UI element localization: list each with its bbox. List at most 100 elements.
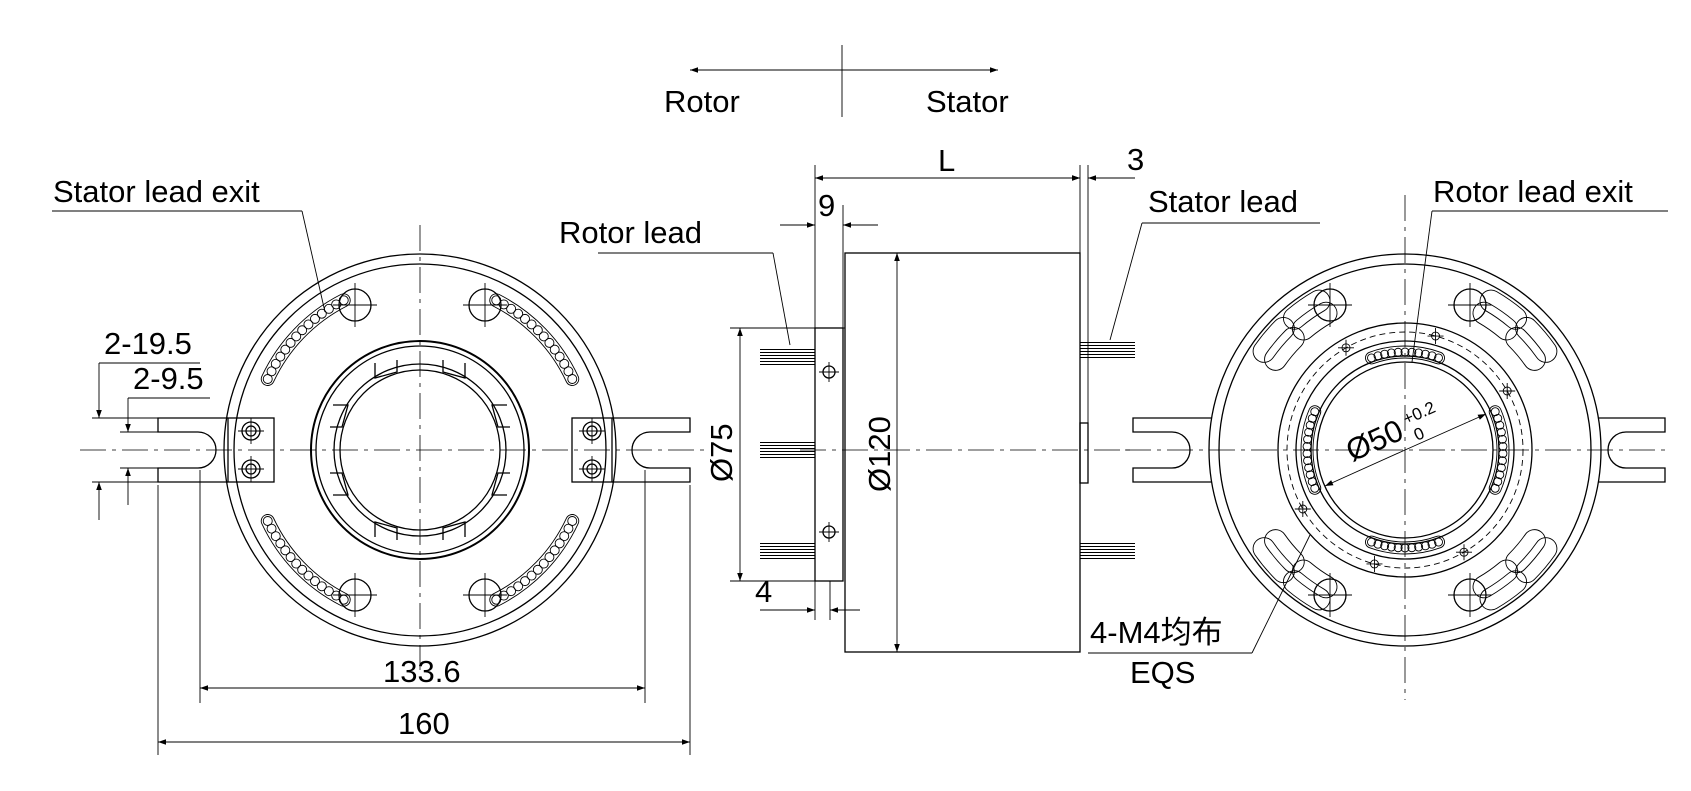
mounting-hole <box>463 573 507 617</box>
bead <box>544 337 555 348</box>
bead <box>275 351 286 362</box>
brush-slot <box>1283 289 1331 330</box>
slot-width-dimension: 2-19.5 <box>104 326 192 361</box>
bead <box>1496 463 1506 473</box>
bead <box>316 581 327 592</box>
brush-slot <box>1472 559 1518 599</box>
bead <box>520 313 530 324</box>
bead <box>563 366 574 377</box>
mounting-tab-left <box>1132 417 1212 483</box>
stator-lead-label: Stator lead <box>1148 184 1298 219</box>
mounting-hole <box>1448 573 1492 617</box>
bead-chain-outline <box>260 293 351 386</box>
bead <box>498 590 509 601</box>
direction-indicator: Rotor Stator <box>664 45 1009 119</box>
brush-slot <box>1479 289 1527 330</box>
bead <box>1303 434 1313 444</box>
bead <box>275 538 286 549</box>
bead <box>520 576 530 587</box>
bead <box>506 303 517 314</box>
bead <box>532 564 543 575</box>
bead <box>1302 441 1312 451</box>
brush-slot <box>1472 301 1518 341</box>
bead <box>1407 543 1417 553</box>
slot-inner-dimension: 2-9.5 <box>133 361 204 396</box>
rotor-lead-wires <box>760 349 815 559</box>
flange-thickness-dimension: 9 <box>818 188 835 223</box>
bead <box>491 594 502 605</box>
m4-holes-label: 4-M4均布 <box>1090 615 1223 650</box>
step-dimension: 4 <box>755 574 772 609</box>
bead <box>544 552 555 563</box>
bead <box>506 586 517 597</box>
brush-slot <box>1252 537 1295 584</box>
bead <box>1414 348 1424 358</box>
bead <box>1400 347 1410 357</box>
mounting-hole <box>1448 283 1492 327</box>
bead <box>1393 543 1403 553</box>
flange-diameter-dimension: Ø75 <box>704 423 739 482</box>
rotor-lead-exit-label: Rotor lead exit <box>1433 174 1633 209</box>
bead <box>1497 434 1507 444</box>
mounting-hole <box>333 573 377 617</box>
mounting-tab-right <box>1598 417 1666 483</box>
bore-tolerance-lower: 0 <box>1411 423 1427 444</box>
bead <box>291 558 302 569</box>
bead <box>1310 407 1320 417</box>
bead <box>280 344 291 355</box>
bead <box>1307 477 1317 487</box>
mounting-hole <box>463 283 507 327</box>
bead <box>559 358 570 369</box>
bead <box>559 531 570 542</box>
bead-chain-outline <box>489 514 580 607</box>
bead <box>554 538 565 549</box>
stator-lead-exit-label: Stator lead exit <box>53 174 260 209</box>
bead <box>1434 353 1443 363</box>
bead <box>526 319 537 330</box>
mounting-tab-right <box>571 417 691 483</box>
bead <box>554 351 565 362</box>
bead <box>270 531 281 542</box>
bead <box>1490 483 1500 493</box>
bead <box>297 325 308 336</box>
mounting-tab-left <box>157 417 275 483</box>
bead-chain-outline <box>1365 535 1445 555</box>
bead <box>1497 456 1507 466</box>
bore-diameter-dimension: Ø50 <box>1341 413 1409 469</box>
mounting-hole <box>333 283 377 327</box>
bead <box>532 325 543 336</box>
bead <box>1496 427 1506 437</box>
bead <box>262 516 273 526</box>
brush-slots <box>1252 289 1558 611</box>
bead-chain-outline <box>489 293 580 386</box>
brush-slot <box>1505 529 1546 574</box>
bead <box>1373 351 1383 361</box>
brush-slot <box>1515 537 1558 584</box>
bead <box>338 295 349 306</box>
bead <box>331 299 342 310</box>
bead <box>563 523 574 534</box>
brush-slot <box>1264 326 1305 371</box>
bead-chain-outline <box>1488 405 1510 495</box>
bead <box>1498 449 1508 459</box>
bead-chain-outline <box>1365 345 1445 365</box>
bead <box>285 552 296 563</box>
mounting-hole <box>1308 573 1352 617</box>
bead <box>513 308 524 319</box>
bead <box>1495 420 1505 430</box>
rotor-direction-label: Rotor <box>664 84 740 119</box>
body-diameter-dimension: Ø120 <box>862 416 897 492</box>
bead <box>549 344 560 355</box>
bead <box>1302 449 1312 459</box>
m4-holes <box>1294 328 1516 572</box>
bead <box>1307 413 1317 423</box>
bead <box>1498 441 1508 451</box>
bead <box>538 558 549 569</box>
bead <box>1427 539 1437 549</box>
bead <box>1393 347 1403 357</box>
brush-slot <box>1283 570 1331 611</box>
brush-slot <box>1505 326 1546 371</box>
bead <box>498 299 509 310</box>
bead <box>538 331 549 342</box>
